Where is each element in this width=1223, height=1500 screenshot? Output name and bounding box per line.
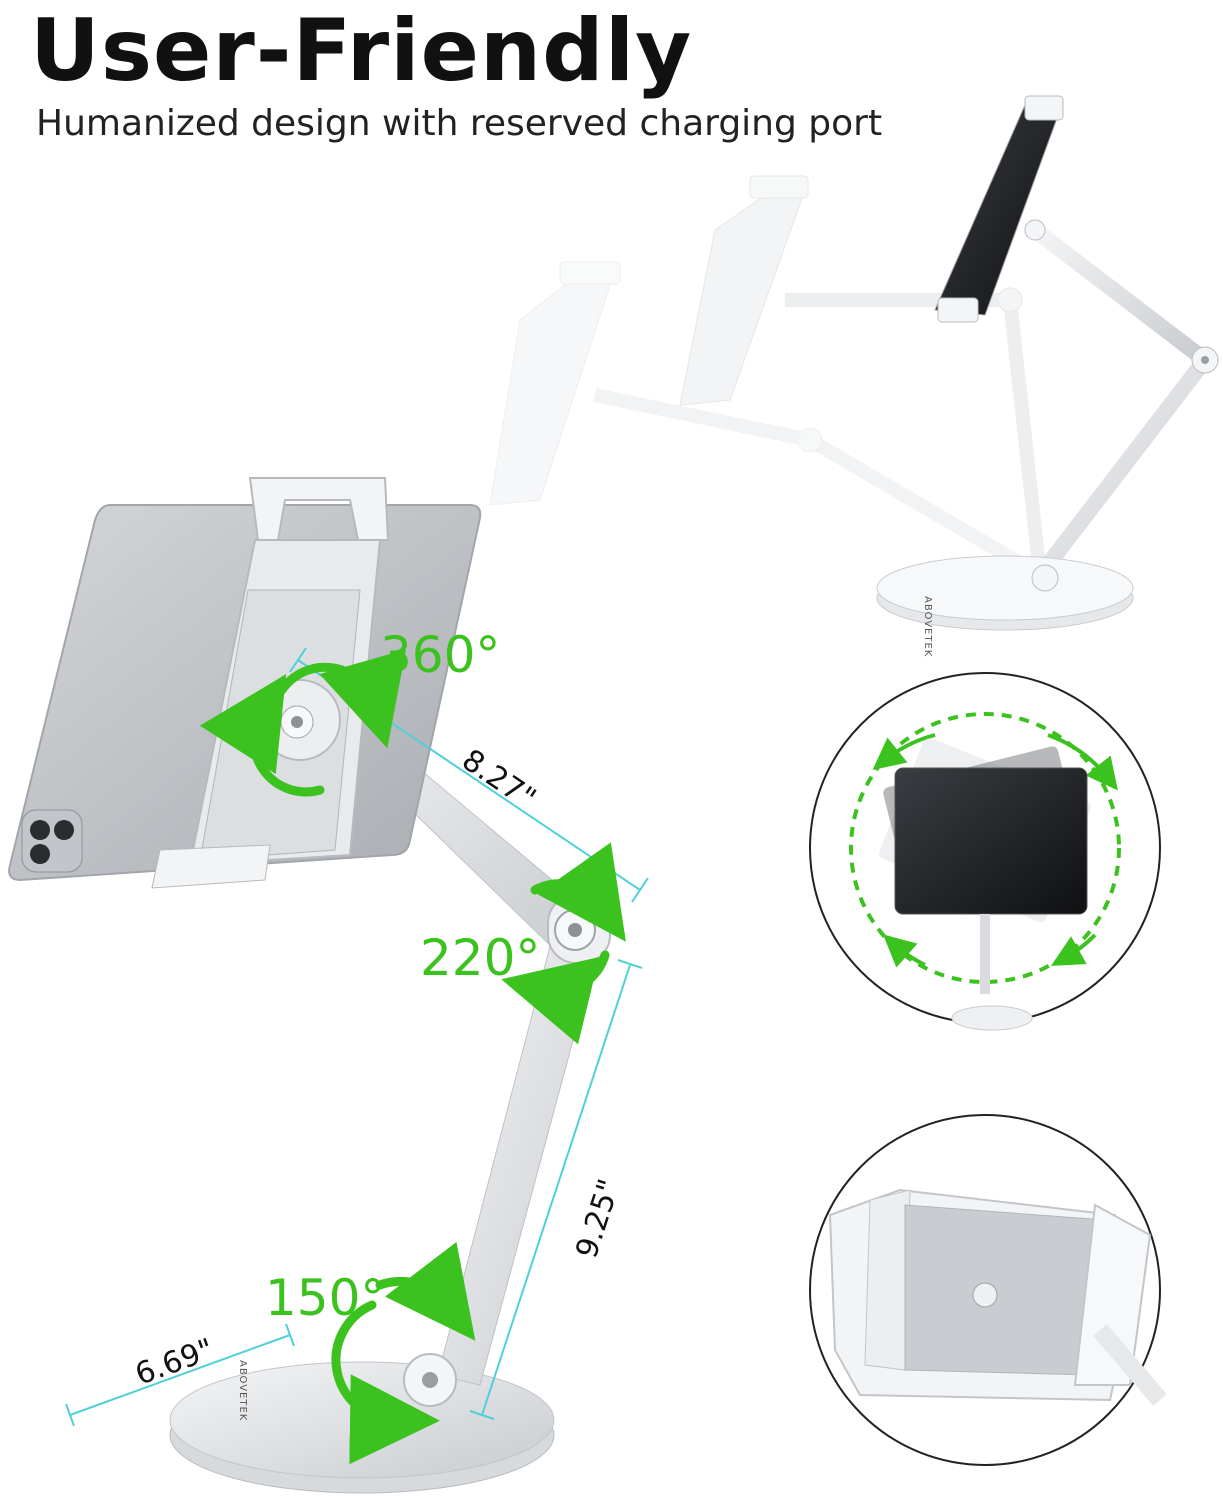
main-stand: ABOVETEK	[8, 477, 611, 1494]
faded-pose-middle	[679, 175, 1047, 576]
brand-mark-base: ABOVETEK	[237, 1360, 248, 1421]
page-subtitle: Humanized design with reserved charging …	[36, 103, 883, 144]
faded-pose-left	[489, 261, 1044, 582]
rotation-indicators	[199, 649, 626, 1465]
brand-mark-small: ABOVETEK	[922, 596, 933, 657]
inset-holder-circle	[809, 1114, 1167, 1466]
upper-arm-length-label: 8.27"	[456, 743, 542, 817]
rotation-middle-label: 220°	[420, 929, 540, 987]
rotation-holder-label: 360°	[380, 626, 500, 684]
inset-rotation-circle	[809, 672, 1161, 1031]
rotation-base-label: 150°	[265, 1269, 385, 1327]
lower-arm-length-label: 9.25"	[569, 1175, 627, 1262]
top-right-pose: ABOVETEK	[876, 95, 1219, 657]
base-diameter-label: 6.69"	[131, 1332, 219, 1392]
page-title: User-Friendly	[30, 1, 693, 101]
